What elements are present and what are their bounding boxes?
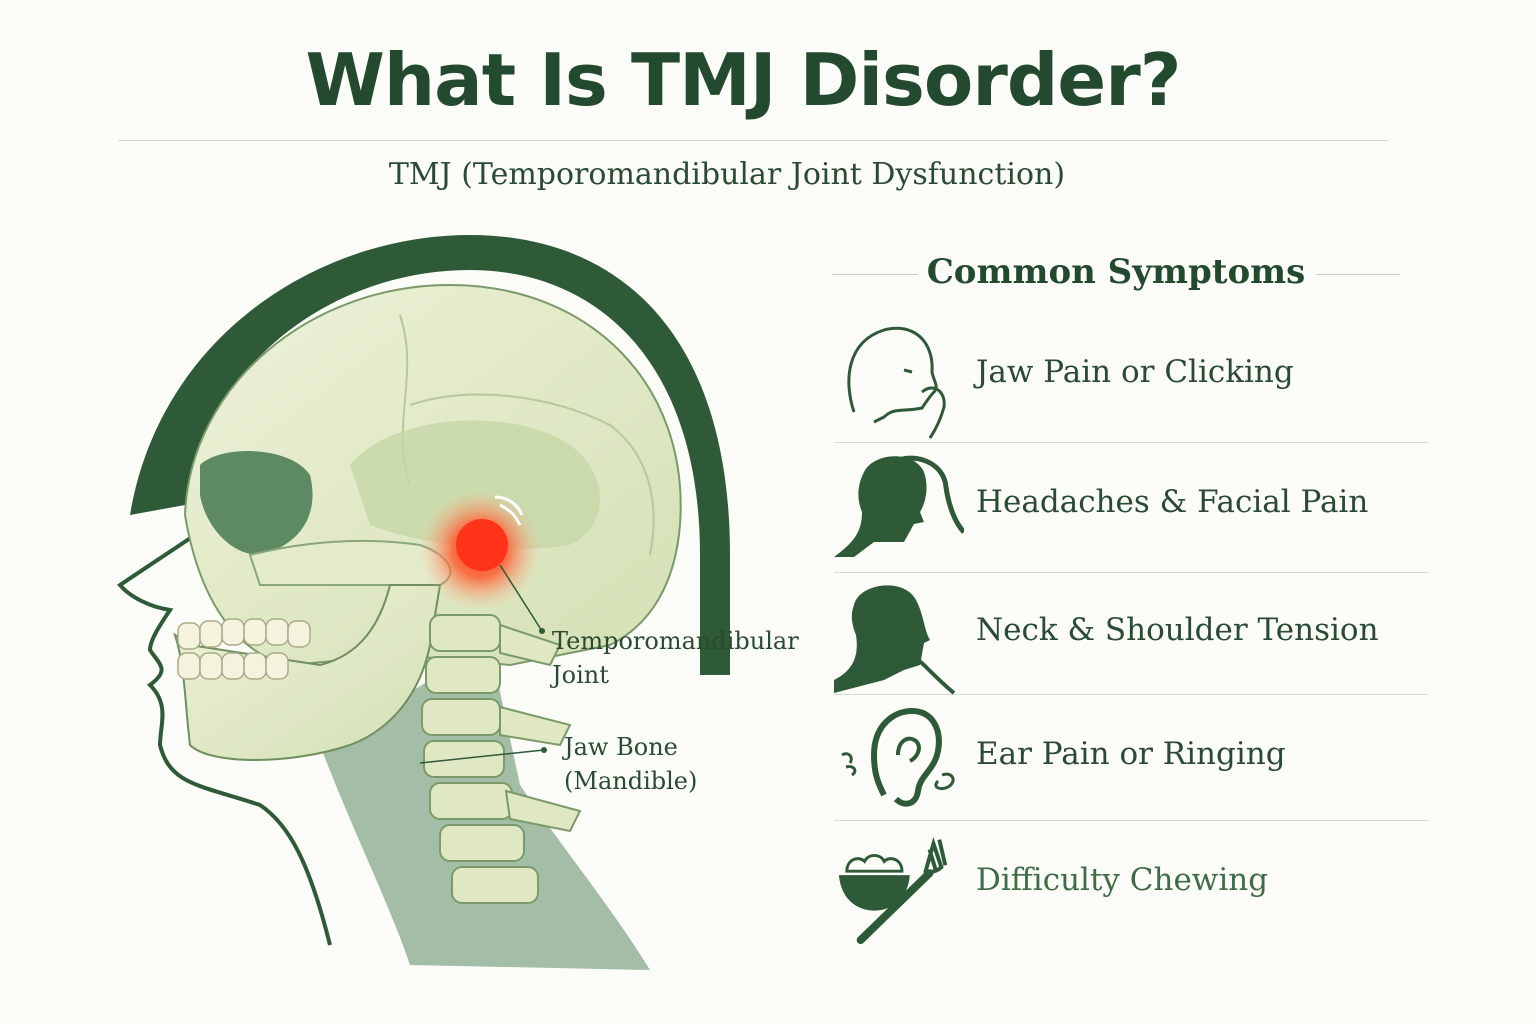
symptom-item: Ear Pain or Ringing	[834, 694, 1428, 821]
face-profile	[117, 523, 332, 946]
symptom-item: Headaches & Facial Pain	[834, 442, 1428, 573]
symptom-label: Ear Pain or Ringing	[976, 736, 1286, 772]
page-title: What Is TMJ Disorder?	[305, 38, 1182, 122]
page-subtitle: TMJ (Temporomandibular Joint Dysfunction…	[388, 157, 1066, 192]
eye-socket	[200, 451, 313, 555]
symptom-label: Difficulty Chewing	[976, 862, 1269, 898]
headache-icon	[834, 455, 964, 557]
symptom-item: Jaw Pain or Clicking	[834, 312, 1428, 443]
symptom-item: Neck & Shoulder Tension	[834, 572, 1428, 695]
cervical-spine	[421, 614, 582, 904]
skull-illustration	[117, 235, 730, 970]
symptom-label: Headaches & Facial Pain	[976, 484, 1369, 520]
symptom-label: Neck & Shoulder Tension	[976, 612, 1379, 648]
chewing-icon	[838, 836, 948, 945]
tmj-label: Temporomandibular Joint	[552, 627, 799, 689]
joint-leader	[499, 564, 543, 632]
symptom-item: Difficulty Chewing	[834, 820, 1428, 950]
symptom-label: Jaw Pain or Clicking	[976, 354, 1294, 390]
jaw-leader	[419, 749, 545, 764]
jaw-bone-label: Jaw Bone (Mandible)	[564, 733, 698, 795]
jaw-pain-icon	[847, 326, 946, 439]
title-divider	[118, 140, 1388, 141]
mandible	[173, 584, 442, 761]
ear-icon	[841, 707, 955, 807]
symptoms-header: Common Symptoms	[832, 250, 1400, 300]
neck-tension-icon	[834, 585, 956, 695]
teeth	[177, 618, 311, 680]
